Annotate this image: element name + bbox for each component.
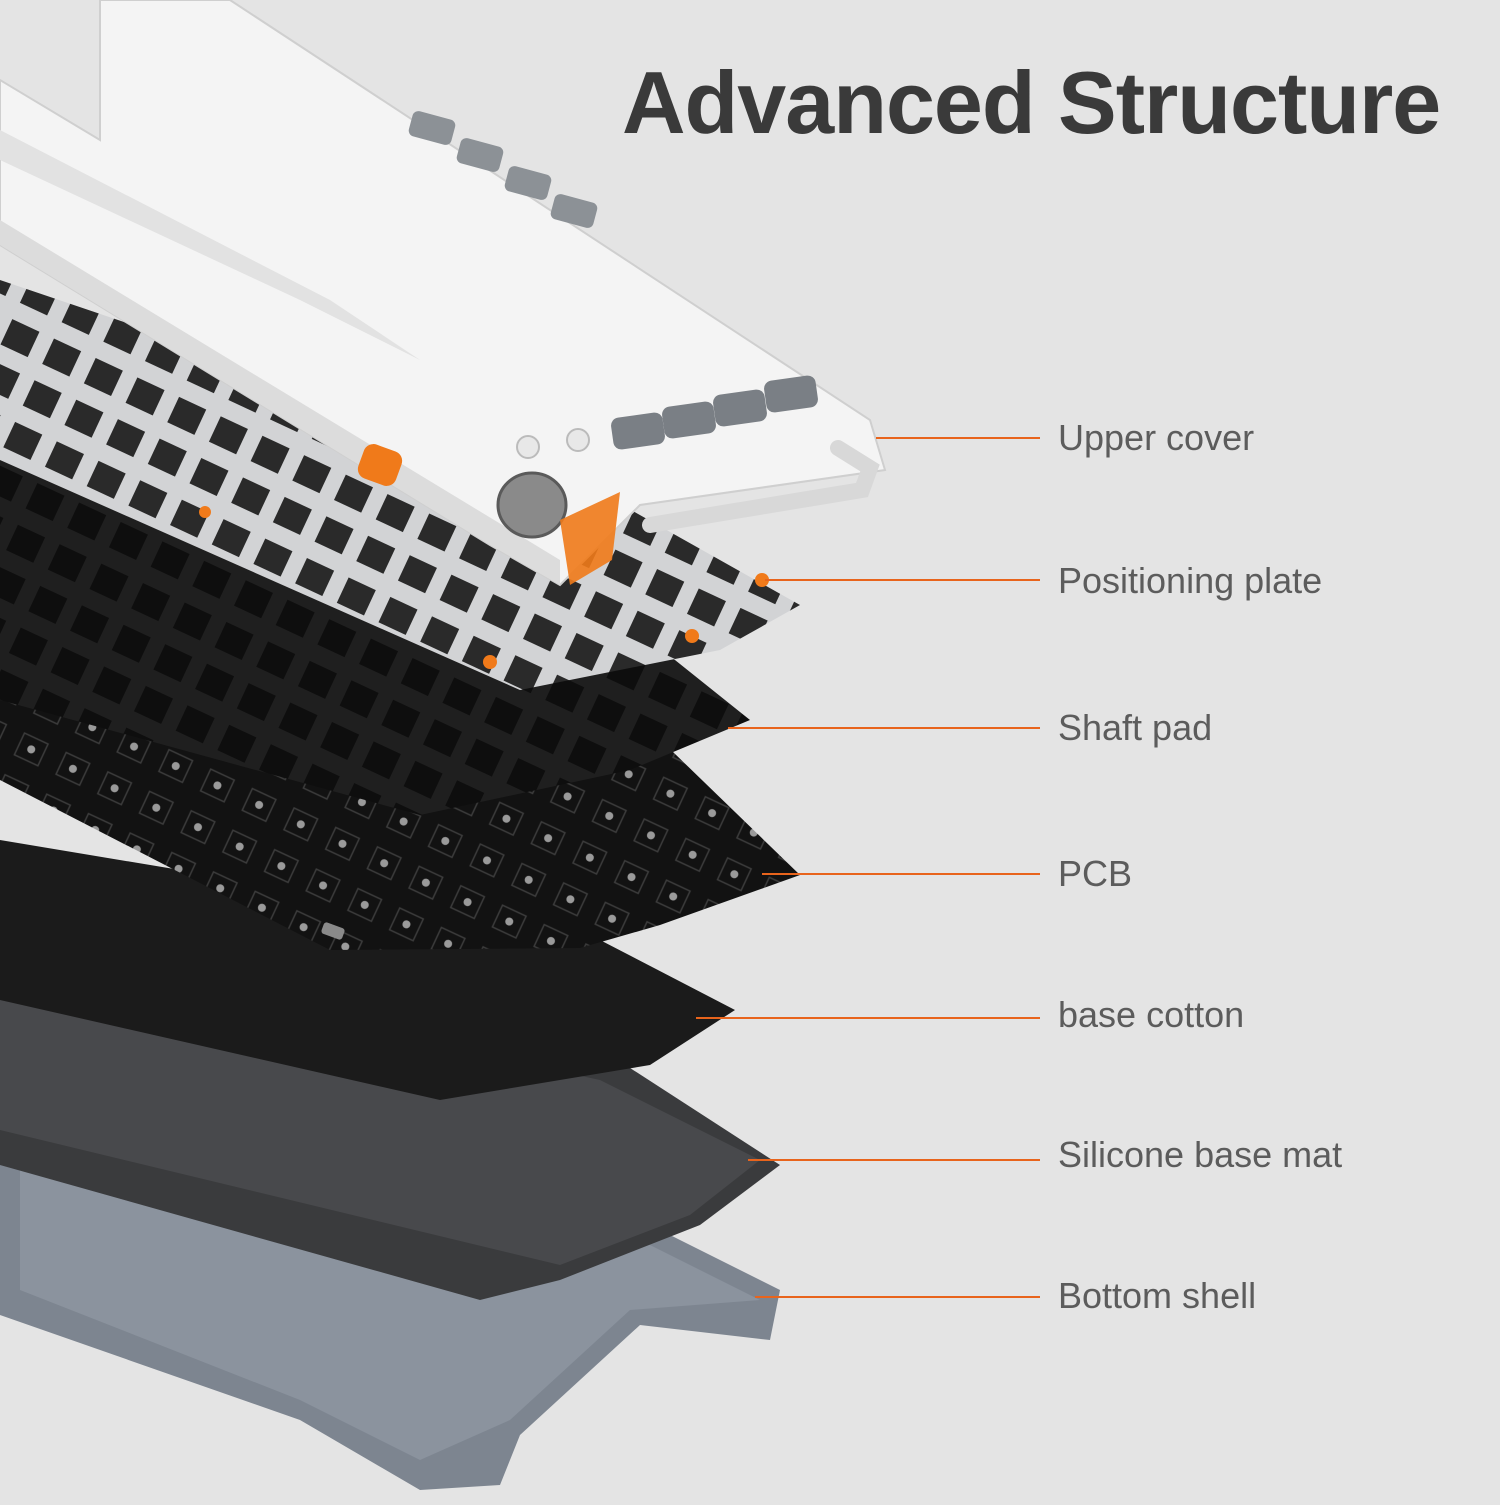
function-key xyxy=(611,412,665,450)
function-key xyxy=(550,194,598,228)
function-key xyxy=(504,166,552,200)
label-upper-cover: Upper cover xyxy=(1058,417,1255,458)
plate-screw-icon xyxy=(685,629,699,643)
upper-cover-side xyxy=(0,220,560,585)
handle-icon xyxy=(642,440,880,533)
function-key xyxy=(662,401,716,439)
label-bottom-shell: Bottom shell xyxy=(1058,1275,1257,1316)
plate-screw-icon xyxy=(483,655,497,669)
label-silicone-base-mat: Silicone base mat xyxy=(1058,1134,1343,1175)
upper-cover-frame-opening xyxy=(0,130,420,360)
base-cotton-layer xyxy=(0,840,735,1100)
function-keys xyxy=(408,111,818,450)
orange-bracket-icon xyxy=(560,492,620,585)
usb-port-icon xyxy=(321,922,345,940)
label-positioning-plate: Positioning plate xyxy=(1058,560,1323,601)
plate-screw-icon xyxy=(755,573,769,587)
label-shaft-pad: Shaft pad xyxy=(1058,707,1213,748)
label-pcb: PCB xyxy=(1058,853,1133,894)
function-key xyxy=(713,389,767,427)
access-panel-button xyxy=(357,444,403,486)
function-key xyxy=(764,375,818,413)
function-key xyxy=(456,138,504,172)
toggle-switch-icon xyxy=(516,435,540,459)
toggle-switch-icon xyxy=(566,428,590,452)
label-base-cotton: base cotton xyxy=(1058,994,1245,1035)
function-key xyxy=(408,111,456,145)
page-title: Advanced Structure xyxy=(622,53,1441,152)
plate-screw-icon xyxy=(199,506,211,518)
leader-lines xyxy=(696,437,1040,1298)
volume-knob-icon xyxy=(496,471,568,539)
